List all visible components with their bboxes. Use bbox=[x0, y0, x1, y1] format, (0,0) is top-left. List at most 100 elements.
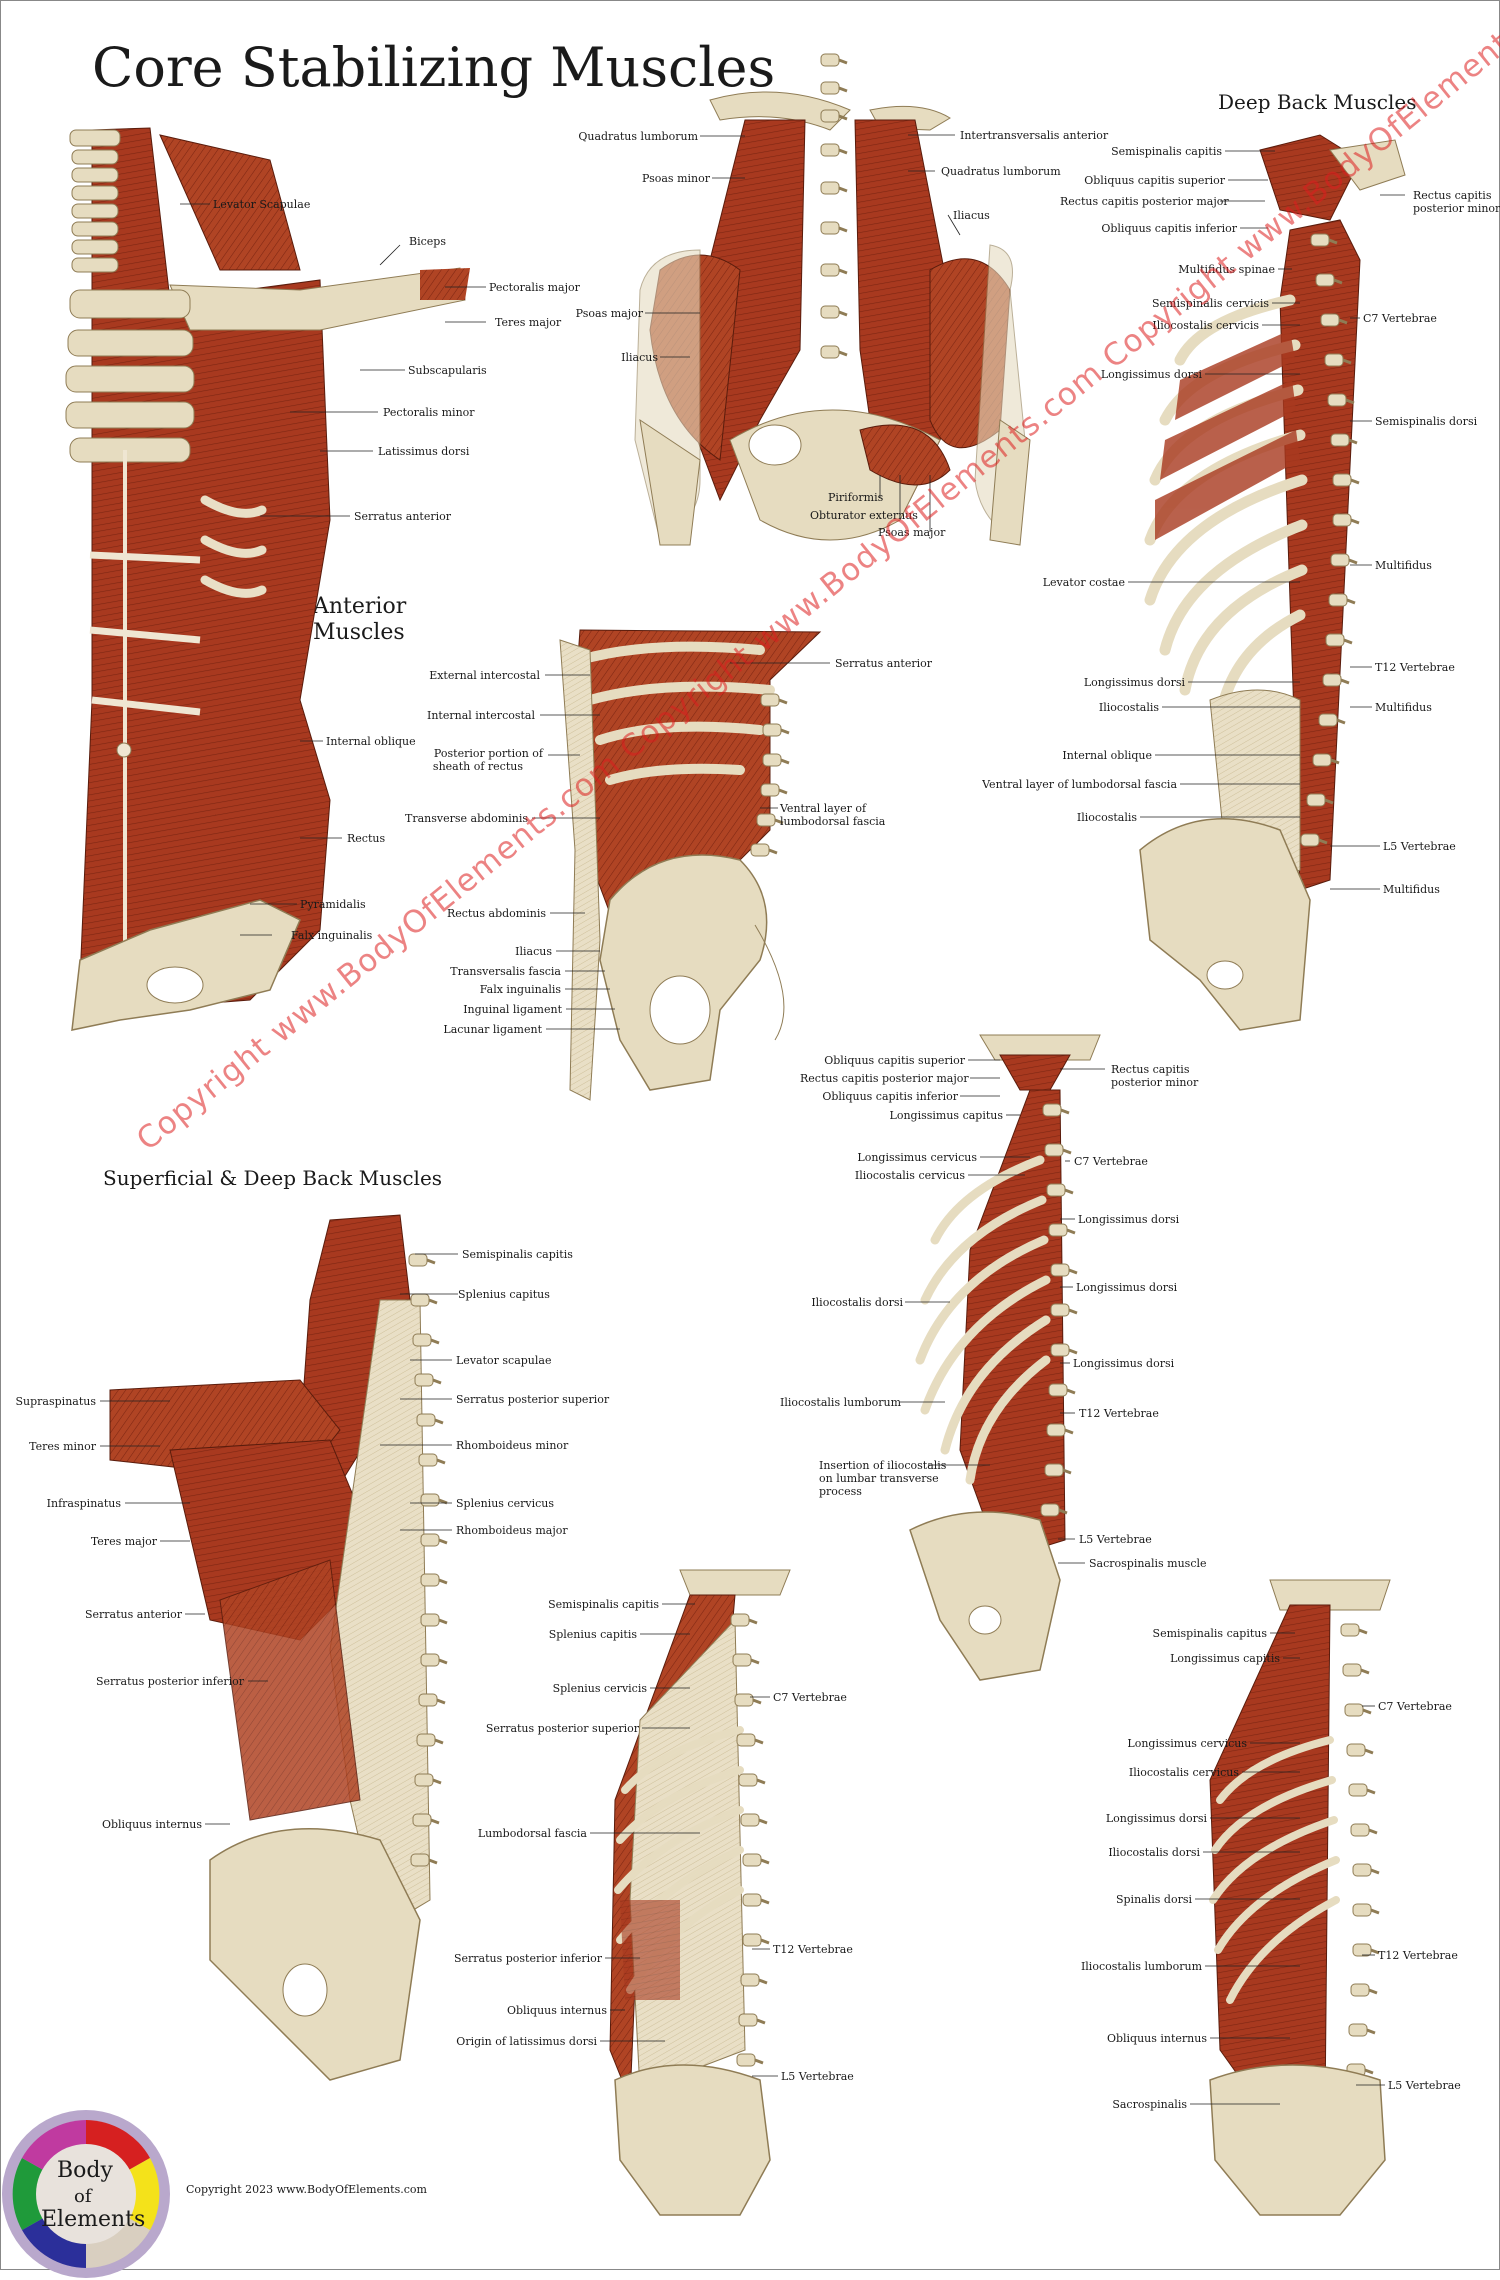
label-longissimus-dorsi-mid-3: Longissimus dorsi bbox=[1073, 1357, 1175, 1370]
label-rhomboideus-minor: Rhomboideus minor bbox=[456, 1439, 569, 1452]
psoas-figure bbox=[634, 52, 1031, 546]
label-t12-vertebrae-mid: T12 Vertebrae bbox=[1079, 1407, 1159, 1420]
label-infraspinatus: Infraspinatus bbox=[46, 1497, 121, 1510]
label-internal-oblique: Internal oblique bbox=[326, 735, 416, 748]
label-internal-intercostal: Internal intercostal bbox=[427, 709, 535, 722]
heading-deep-back: Deep Back Muscles bbox=[1218, 90, 1417, 114]
mid-back-figure bbox=[909, 1034, 1101, 1681]
label-semispinalis-dorsi: Semispinalis dorsi bbox=[1375, 415, 1478, 428]
label-t12-vertebrae-deep: T12 Vertebrae bbox=[1375, 661, 1455, 674]
label-external-intercostal: External intercostal bbox=[429, 669, 540, 682]
label-semispinalis-capitis-back: Semispinalis capitis bbox=[462, 1248, 573, 1261]
label-l5-vertebrae-deep: L5 Vertebrae bbox=[1383, 840, 1456, 853]
label-longissimus-dorsi-mid-2: Longissimus dorsi bbox=[1076, 1281, 1178, 1294]
copyright-text: Copyright 2023 www.BodyOfElements.com bbox=[186, 2183, 427, 2196]
label-lumbodorsal-fascia-bc: Lumbodorsal fascia bbox=[477, 1827, 587, 1840]
label-psoas-major-left: Psoas major bbox=[575, 307, 643, 320]
label-rectus-capitis-posterior-major: Rectus capitis posterior major bbox=[1060, 195, 1229, 208]
label-semispinalis-capitus-br: Semispinalis capitus bbox=[1152, 1627, 1267, 1640]
label-semispinalis-capitis: Semispinalis capitis bbox=[1111, 145, 1222, 158]
label-splenius-capitus: Splenius capitus bbox=[458, 1288, 550, 1301]
label-psoas-major-bottom: Psoas major bbox=[878, 526, 946, 539]
label-multifidus-spinae: Multifidus spinae bbox=[1178, 263, 1275, 276]
label-quadratus-lumborum-right: Quadratus lumborum bbox=[941, 165, 1061, 178]
label-posterior-minor-deep: posterior minor bbox=[1413, 202, 1500, 215]
deep-back-figure bbox=[1139, 134, 1406, 1031]
label-obliquus-capitis-inferior-mid: Obliquus capitis inferior bbox=[822, 1090, 958, 1103]
label-transversalis-fascia: Transversalis fascia bbox=[450, 965, 561, 978]
label-longissimus-cervicus-br: Longissimus cervicus bbox=[1127, 1737, 1247, 1750]
label-l5-vertebrae-bc: L5 Vertebrae bbox=[781, 2070, 854, 2083]
label-sheath-of-rectus: sheath of rectus bbox=[432, 760, 523, 773]
label-longissimus-dorsi-deep-2: Longissimus dorsi bbox=[1083, 676, 1185, 689]
page-title: Core Stabilizing Muscles bbox=[92, 36, 776, 99]
label-iliacus-lateral: Iliacus bbox=[515, 945, 552, 958]
label-falx-inguinalis: Falx inguinalis bbox=[291, 929, 373, 942]
label-multifidus-deep-2: Multifidus bbox=[1375, 701, 1432, 714]
label-lacunar-ligament: Lacunar ligament bbox=[443, 1023, 542, 1036]
label-longissimus-cervicus: Longissimus cervicus bbox=[857, 1151, 977, 1164]
label-c7-vertebrae-br: C7 Vertebrae bbox=[1378, 1700, 1452, 1713]
label-lumbodorsal-fascia: lumbodorsal fascia bbox=[780, 815, 886, 828]
label-rectus-capitis-posterior-major-mid: Rectus capitis posterior major bbox=[800, 1072, 969, 1085]
label-splenius-cervicis-bc: Splenius cervicis bbox=[552, 1682, 647, 1695]
logo-text-body: Body bbox=[57, 2158, 113, 2183]
label-semispinalis-cervicis: Semispinalis cervicis bbox=[1151, 297, 1269, 310]
logo-text-elements: Elements bbox=[41, 2207, 146, 2232]
label-iliocostalis-dorsi: Iliocostalis dorsi bbox=[811, 1296, 903, 1309]
label-longissimus-dorsi-mid-1: Longissimus dorsi bbox=[1078, 1213, 1180, 1226]
label-pyramidalis: Pyramidalis bbox=[300, 898, 366, 911]
label-obliquus-capitis-inferior: Obliquus capitis inferior bbox=[1101, 222, 1237, 235]
label-l5-vertebrae-br: L5 Vertebrae bbox=[1388, 2079, 1461, 2092]
label-l5-vertebrae-mid: L5 Vertebrae bbox=[1079, 1533, 1152, 1546]
label-rectus-capitis-deep: Rectus capitis bbox=[1413, 189, 1492, 202]
label-falx-inguinalis-lateral: Falx inguinalis bbox=[479, 983, 561, 996]
label-iliacus-right: Iliacus bbox=[953, 209, 990, 222]
label-obliquus-capitis-superior: Obliquus capitis superior bbox=[1084, 174, 1225, 187]
label-iliocostalis-cervicus-br: Iliocostalis cervicus bbox=[1128, 1766, 1239, 1779]
label-serratus-posterior-inferior-back: Serratus posterior inferior bbox=[95, 1675, 244, 1688]
label-levator-scapulae: Levator Scapulae bbox=[213, 198, 311, 211]
label-transverse-abdominis: Transverse abdominis bbox=[405, 812, 528, 825]
label-inguinal-ligament: Inguinal ligament bbox=[463, 1003, 562, 1016]
heading-anterior: Anterior Muscles bbox=[313, 594, 407, 645]
bottom-center-back-figure bbox=[609, 1569, 791, 2216]
label-longissimus-capitis-br: Longissimus capitis bbox=[1170, 1652, 1280, 1665]
label-iliocostalis-cervicis: Iliocostalis cervicis bbox=[1152, 319, 1259, 332]
label-intertransversalis-anterior: Intertransversalis anterior bbox=[960, 129, 1109, 142]
label-serratus-anterior-back: Serratus anterior bbox=[85, 1608, 182, 1621]
label-longissimus-capitus: Longissimus capitus bbox=[889, 1109, 1003, 1122]
label-internal-oblique-deep: Internal oblique bbox=[1062, 749, 1152, 762]
label-iliocostalis-dorsi-br: Iliocostalis dorsi bbox=[1108, 1846, 1200, 1859]
label-posterior-minor-mid: posterior minor bbox=[1111, 1076, 1199, 1089]
label-multifidus-deep-3: Multifidus bbox=[1383, 883, 1440, 896]
label-obliquus-internus-back: Obliquus internus bbox=[101, 1818, 202, 1831]
label-origin-of-latissimus-dorsi: Origin of latissimus dorsi bbox=[456, 2035, 597, 2048]
label-ventral-layer-lumbodorsal: Ventral layer of lumbodorsal fascia bbox=[982, 778, 1177, 791]
label-c7-vertebrae-deep: C7 Vertebrae bbox=[1363, 312, 1437, 325]
label-latissimus-dorsi: Latissimus dorsi bbox=[378, 445, 470, 458]
label-levator-costae: Levator costae bbox=[1042, 576, 1125, 589]
label-longissimus-dorsi-deep-1: Longissimus dorsi bbox=[1100, 368, 1202, 381]
label-obliquus-capitis-superior-mid: Obliquus capitis superior bbox=[824, 1054, 965, 1067]
label-t12-vertebrae-bc: T12 Vertebrae bbox=[773, 1943, 853, 1956]
label-obliquus-internus-br: Obliquus internus bbox=[1106, 2032, 1207, 2045]
label-longissimus-dorsi-br: Longissimus dorsi bbox=[1105, 1812, 1207, 1825]
label-rectus-capitis-mid: Rectus capitis bbox=[1111, 1063, 1190, 1076]
label-sacrospinalis-muscle: Sacrospinalis muscle bbox=[1089, 1557, 1207, 1570]
label-iliocostalis-deep-2: Iliocostalis bbox=[1076, 811, 1137, 824]
label-pectoralis-minor: Pectoralis minor bbox=[383, 406, 475, 419]
label-serratus-posterior-inferior-bc: Serratus posterior inferior bbox=[453, 1952, 602, 1965]
label-semispinalis-capitis-bc: Semispinalis capitis bbox=[548, 1598, 659, 1611]
label-process: process bbox=[819, 1485, 862, 1498]
label-on-lumbar-transverse: on lumbar transverse bbox=[819, 1472, 939, 1485]
label-serratus-posterior-superior-back: Serratus posterior superior bbox=[456, 1393, 610, 1406]
label-rectus: Rectus bbox=[347, 832, 386, 845]
label-iliocostalis-lumborum-br: Iliocostalis lumborum bbox=[1080, 1960, 1202, 1973]
label-serratus-anterior-lateral: Serratus anterior bbox=[835, 657, 932, 670]
label-t12-vertebrae-br: T12 Vertebrae bbox=[1378, 1949, 1458, 1962]
label-psoas-minor: Psoas minor bbox=[642, 172, 710, 185]
body-of-elements-logo bbox=[2, 2110, 170, 2278]
bottom-right-back-figure bbox=[1209, 1579, 1391, 2216]
